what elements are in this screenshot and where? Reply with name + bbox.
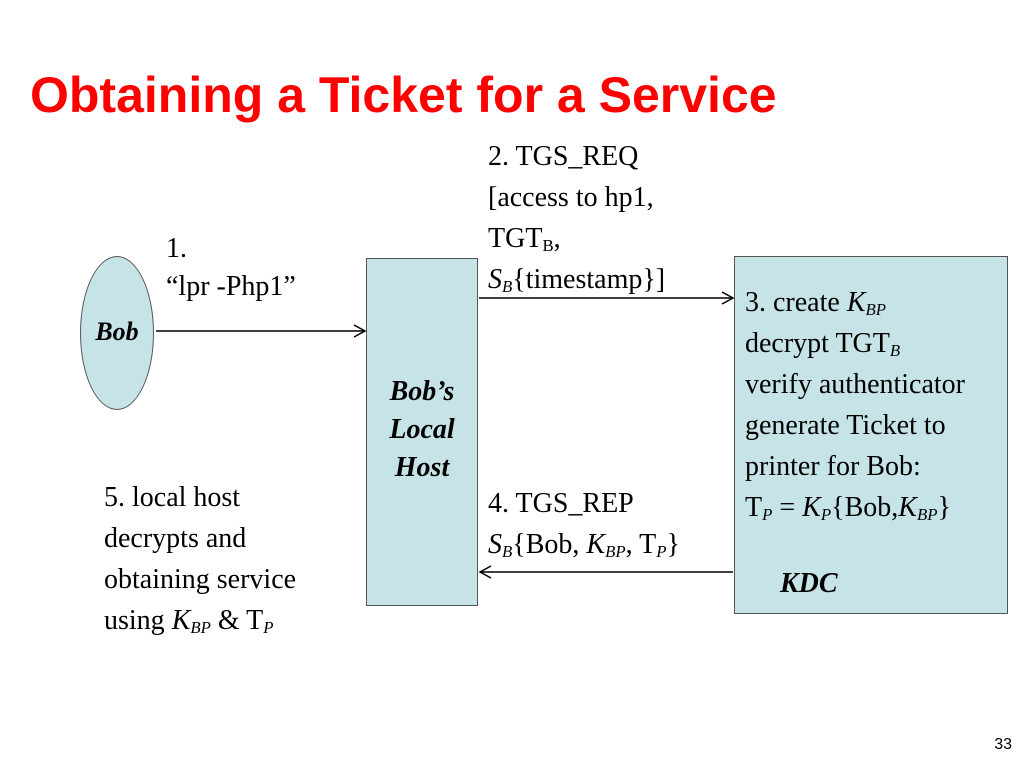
step4-label: 4. TGS_REP SB{Bob, KBP, TP} <box>488 483 680 565</box>
step1-label: 1. “lpr -Php1” <box>166 230 296 306</box>
local-host-label-line2: Local <box>389 414 455 445</box>
kdc-step3-text: 3. create KBP decrypt TGTB verify authen… <box>745 282 965 528</box>
step2-line4: SB{timestamp}] <box>488 264 666 297</box>
arrow-localhost-to-kdc <box>479 291 735 305</box>
slide-title: Obtaining a Ticket for a Service <box>30 67 777 123</box>
step3-line1: 3. create KBP <box>745 287 887 320</box>
step5-line4: using KBP & TP <box>104 605 274 638</box>
kdc-node <box>734 256 1008 614</box>
bob-label: Bob <box>95 317 139 346</box>
step2-label: 2. TGS_REQ [access to hp1, TGTB, SB{time… <box>488 136 665 300</box>
local-host-label-line1: Bob’s <box>389 376 455 407</box>
page-number: 33 <box>994 736 1012 753</box>
step4-line1: 4. TGS_REP <box>488 488 634 519</box>
local-host-label-line3: Host <box>394 452 450 483</box>
step3-line4: generate Ticket to <box>745 410 946 441</box>
bob-node <box>80 256 154 410</box>
step5-line1: 5. local host <box>104 482 241 513</box>
step2-line2: [access to hp1, <box>488 182 654 213</box>
step4-line2: SB{Bob, KBP, TP} <box>488 529 680 562</box>
step3-line2: decrypt TGTB <box>745 328 901 361</box>
local-host-label: Bob’s Local Host <box>366 373 478 487</box>
step5-line2: decrypts and <box>104 523 247 554</box>
step5-label: 5. local host decrypts and obtaining ser… <box>104 477 296 641</box>
step2-line3: TGTB, <box>488 223 561 256</box>
step3-line5: printer for Bob: <box>745 451 921 482</box>
kdc-label: KDC <box>780 568 838 599</box>
step1-line1: 1. <box>166 233 187 264</box>
step3-line6: TP = KP{Bob,KBP} <box>745 492 951 525</box>
step5-line3: obtaining service <box>104 564 297 595</box>
arrow-kdc-to-localhost <box>478 565 733 579</box>
arrow-bob-to-localhost <box>156 324 367 338</box>
step1-line2: “lpr -Php1” <box>166 271 296 302</box>
local-host-node <box>366 258 478 606</box>
step3-line3: verify authenticator <box>745 369 966 400</box>
step2-line1: 2. TGS_REQ <box>488 141 639 172</box>
